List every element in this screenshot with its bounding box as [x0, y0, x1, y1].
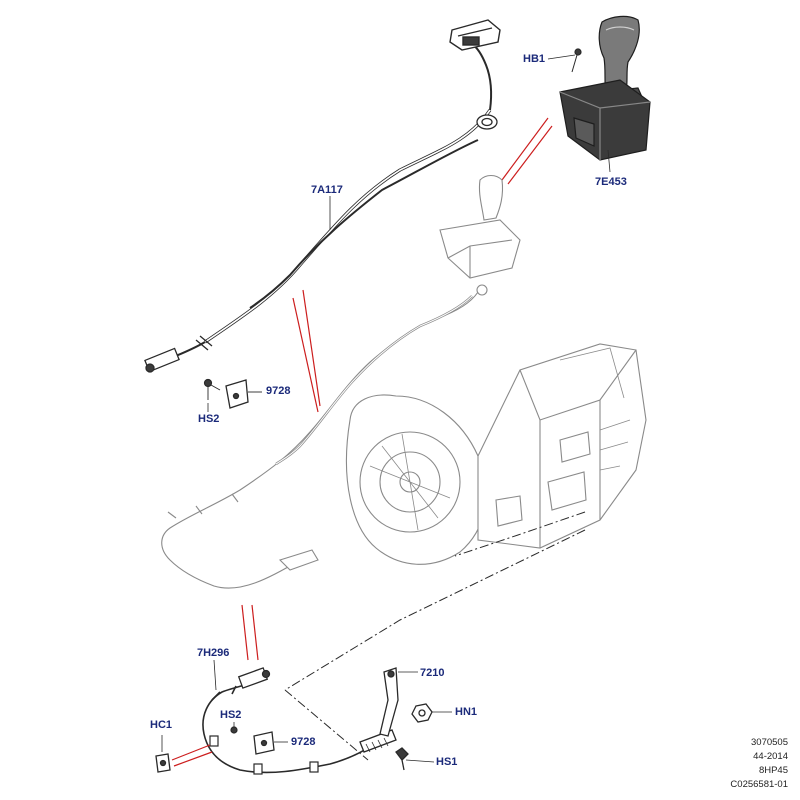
leader-7e453: [607, 149, 611, 173]
callout-7a117: 7A117: [311, 184, 343, 196]
callout-7h296: 7H296: [197, 647, 230, 659]
callout-hn1: HN1: [455, 706, 478, 718]
reference-line-2: 44-2014: [753, 751, 788, 762]
selector-lever-7210: [379, 667, 418, 737]
shift-cable-outline: [161, 284, 488, 589]
cable-grommet: [476, 114, 498, 130]
cable-clips: [209, 735, 319, 775]
bracket-9728-bottom: [253, 731, 288, 755]
cable-lower-end-fitting: [144, 335, 213, 373]
shifter-outline: [439, 174, 521, 279]
bracket-9728-top: [225, 379, 262, 409]
red-leaders-lower: [241, 604, 259, 661]
shift-cable-7h296: [202, 679, 383, 774]
clip-hc1: [155, 735, 171, 773]
callout-7210: 7210: [420, 667, 445, 679]
callout-hs2-bottom: HS2: [220, 709, 242, 721]
callout-hb1: HB1: [523, 53, 546, 65]
reference-line-1: 3070505: [751, 737, 788, 748]
screw-hs2-top: [203, 378, 221, 400]
callout-9728-top: 9728: [266, 385, 291, 397]
phantom-lines: [284, 511, 586, 761]
bolt-hb1: [547, 48, 582, 73]
red-leaders-shifter: [501, 117, 553, 185]
reference-line-3: 8HP45: [758, 765, 788, 776]
selector-cable-7a117: [159, 43, 493, 365]
cable-upper-connector: [449, 19, 501, 51]
gear-shifter-7e453: [559, 15, 651, 161]
callout-leaders: [207, 196, 331, 691]
red-leaders-middle: [292, 289, 321, 413]
transmission-8hp45: [345, 343, 647, 565]
reference-block: 3070505 44-2014 8HP45 C0256581-01: [730, 736, 788, 792]
callout-hs2-top: HS2: [198, 413, 220, 425]
callout-hs1: HS1: [436, 756, 458, 768]
red-leaders-hc1: [171, 744, 213, 767]
nut-hn1: [411, 703, 452, 723]
reference-line-4: C0256581-01: [730, 779, 788, 790]
callout-hc1: HC1: [150, 719, 173, 731]
bolt-hs1: [395, 747, 435, 771]
callout-9728-bottom: 9728: [291, 736, 316, 748]
screw-hs2-bottom: [230, 722, 238, 734]
callout-7e453: 7E453: [595, 176, 627, 188]
